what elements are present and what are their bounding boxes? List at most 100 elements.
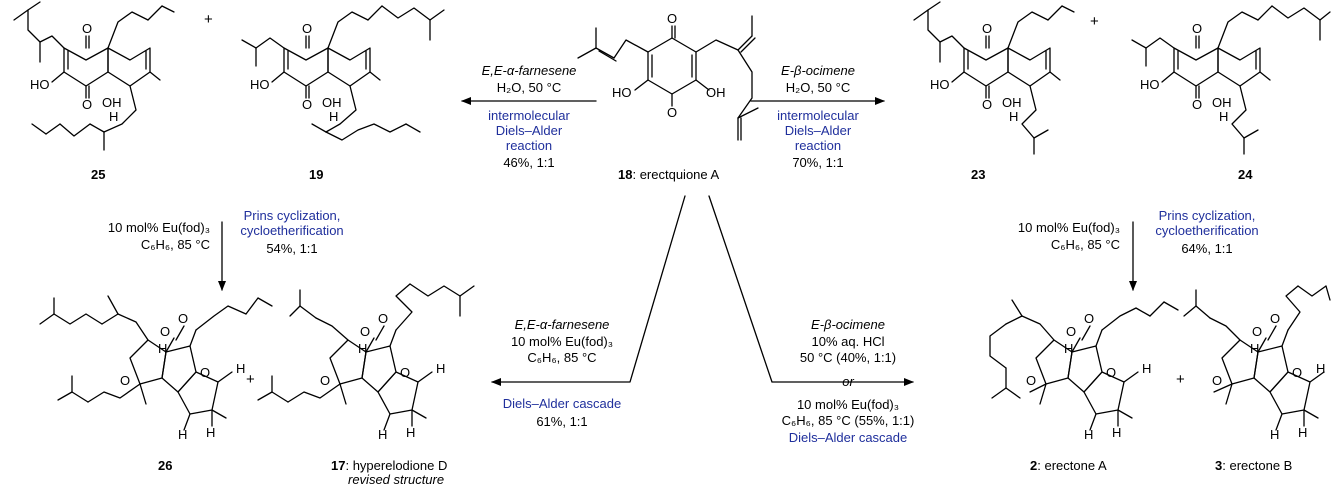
catalyst-bottom-left: 10 mol% Eu(fod)₃ bbox=[510, 334, 614, 349]
compound-number: 17 bbox=[331, 458, 346, 473]
atom-label-oh: OH bbox=[706, 85, 726, 100]
reaction-type-bottom-right: Diels–Alder cascade bbox=[788, 430, 908, 445]
reaction-type-top-left-2: Diels–Alder bbox=[495, 123, 563, 138]
conditions-bottom-right-2: C₆H₆, 85 °C (55%, 1:1) bbox=[781, 413, 915, 428]
atom-label-h: H bbox=[436, 361, 446, 376]
atom-label-oh: OH bbox=[102, 95, 122, 110]
atom-label-o: O bbox=[1270, 311, 1281, 326]
conditions-left-down: C₆H₆, 85 °C bbox=[140, 237, 210, 252]
compound-label-24: 24 bbox=[1238, 167, 1253, 182]
compound-label-2: 2: erectone A bbox=[1030, 458, 1107, 473]
reaction-type-right-down-1: Prins cyclization, bbox=[1158, 208, 1256, 223]
structure-25 bbox=[13, 1, 175, 151]
atom-label-h: H bbox=[206, 425, 216, 440]
yield-top-right: 70%, 1:1 bbox=[792, 155, 844, 170]
atom-label-o: O bbox=[160, 324, 171, 339]
atom-label-o: O bbox=[302, 97, 313, 112]
compound-label-19: 19 bbox=[309, 167, 324, 182]
reaction-type-top-right-1: intermolecular bbox=[777, 108, 859, 123]
reagent-top-right: E-β-ocimene bbox=[781, 63, 855, 78]
atom-label-oh: OH bbox=[322, 95, 342, 110]
compound-name: : erectone A bbox=[1037, 458, 1107, 473]
atom-label-h: H bbox=[358, 341, 368, 356]
arrow-bottom-right bbox=[708, 195, 914, 386]
atom-label-h: H bbox=[1064, 341, 1074, 356]
compound-label-17: 17: hyperelodione D bbox=[331, 458, 447, 473]
atom-label-h: H bbox=[378, 427, 388, 442]
plus-sign: + bbox=[204, 11, 213, 28]
reaction-type-right-down-2: cycloetherification bbox=[1155, 223, 1259, 238]
atom-label-h: H bbox=[178, 427, 188, 442]
atom-label-h: H bbox=[1250, 341, 1260, 356]
structure-26 bbox=[39, 295, 273, 431]
structure-23 bbox=[913, 1, 1075, 155]
atom-label-ho: HO bbox=[30, 77, 50, 92]
atom-label-h: H bbox=[1270, 427, 1280, 442]
structure-17 bbox=[257, 283, 475, 431]
compound-name: : erectone B bbox=[1222, 458, 1293, 473]
structure-24 bbox=[1131, 5, 1331, 155]
atom-label-o: O bbox=[1106, 365, 1117, 380]
structure-2 bbox=[989, 299, 1179, 431]
atom-label-o: O bbox=[302, 21, 313, 36]
atom-label-o: O bbox=[378, 311, 389, 326]
atom-label-h: H bbox=[1112, 425, 1122, 440]
reaction-type-left-down-1: Prins cyclization, bbox=[243, 208, 341, 223]
atom-label-oh: OH bbox=[1002, 95, 1022, 110]
compound-label-18: 18: erectquione A bbox=[618, 167, 719, 182]
atom-label-ho: HO bbox=[1140, 77, 1160, 92]
atom-label-h: H bbox=[1142, 361, 1152, 376]
compound-label-26: 26 bbox=[158, 458, 173, 473]
atom-label-h: H bbox=[158, 341, 168, 356]
conditions-top-left: H₂O, 50 °C bbox=[496, 80, 562, 95]
atom-label-o: O bbox=[982, 21, 993, 36]
compound-number: 18 bbox=[618, 167, 633, 182]
atom-label-o: O bbox=[1192, 97, 1203, 112]
catalyst-bottom-right: 10 mol% Eu(fod)₃ bbox=[796, 397, 900, 412]
atom-label-o: O bbox=[1026, 373, 1037, 388]
reaction-type-top-right-3: reaction bbox=[794, 138, 842, 153]
atom-label-h: H bbox=[236, 361, 246, 376]
atom-label-ho: HO bbox=[930, 77, 950, 92]
structure-18 bbox=[577, 15, 759, 141]
atom-label-h: H bbox=[1084, 427, 1094, 442]
atom-label-o: O bbox=[1084, 311, 1095, 326]
catalyst-left-down: 10 mol% Eu(fod)₃ bbox=[107, 220, 210, 235]
arrow-bottom-left bbox=[491, 195, 686, 386]
atom-label-h: H bbox=[109, 109, 119, 124]
yield-right-down: 64%, 1:1 bbox=[1181, 241, 1233, 256]
atom-label-h: H bbox=[406, 425, 416, 440]
compound-label-3: 3: erectone B bbox=[1215, 458, 1292, 473]
yield-bottom-left: 61%, 1:1 bbox=[536, 414, 588, 429]
atom-label-o: O bbox=[82, 97, 93, 112]
atom-label-o: O bbox=[1292, 365, 1303, 380]
compound-number: 2 bbox=[1030, 458, 1038, 473]
atom-label-o: O bbox=[360, 324, 371, 339]
acid-bottom-right: 10% aq. HCl bbox=[811, 334, 885, 349]
structure-3 bbox=[1183, 285, 1331, 431]
atom-label-o: O bbox=[667, 105, 678, 120]
compound-note-17: revised structure bbox=[348, 472, 445, 487]
compound-name: : hyperelodione D bbox=[345, 458, 448, 473]
atom-label-h: H bbox=[1298, 425, 1308, 440]
atom-label-h: H bbox=[1219, 109, 1229, 124]
atom-label-o: O bbox=[178, 311, 189, 326]
structure-19 bbox=[241, 5, 445, 141]
reaction-type-top-left-3: reaction bbox=[505, 138, 553, 153]
reaction-type-top-right-2: Diels–Alder bbox=[784, 123, 852, 138]
reaction-type-left-down-2: cycloetherification bbox=[240, 223, 344, 238]
atom-label-o: O bbox=[982, 97, 993, 112]
atom-label-o: O bbox=[200, 365, 211, 380]
atom-label-ho: HO bbox=[612, 85, 632, 100]
atom-label-h: H bbox=[1009, 109, 1019, 124]
atom-label-o: O bbox=[1066, 324, 1077, 339]
atom-label-oh: OH bbox=[1212, 95, 1232, 110]
atom-label-ho: HO bbox=[250, 77, 270, 92]
plus-sign: + bbox=[1090, 13, 1099, 30]
yield-left-down: 54%, 1:1 bbox=[266, 241, 318, 256]
atom-label-o: O bbox=[1192, 21, 1203, 36]
plus-sign: + bbox=[1176, 371, 1185, 388]
atom-label-o: O bbox=[120, 373, 131, 388]
compound-label-25: 25 bbox=[91, 167, 106, 182]
plus-sign: + bbox=[246, 371, 255, 388]
